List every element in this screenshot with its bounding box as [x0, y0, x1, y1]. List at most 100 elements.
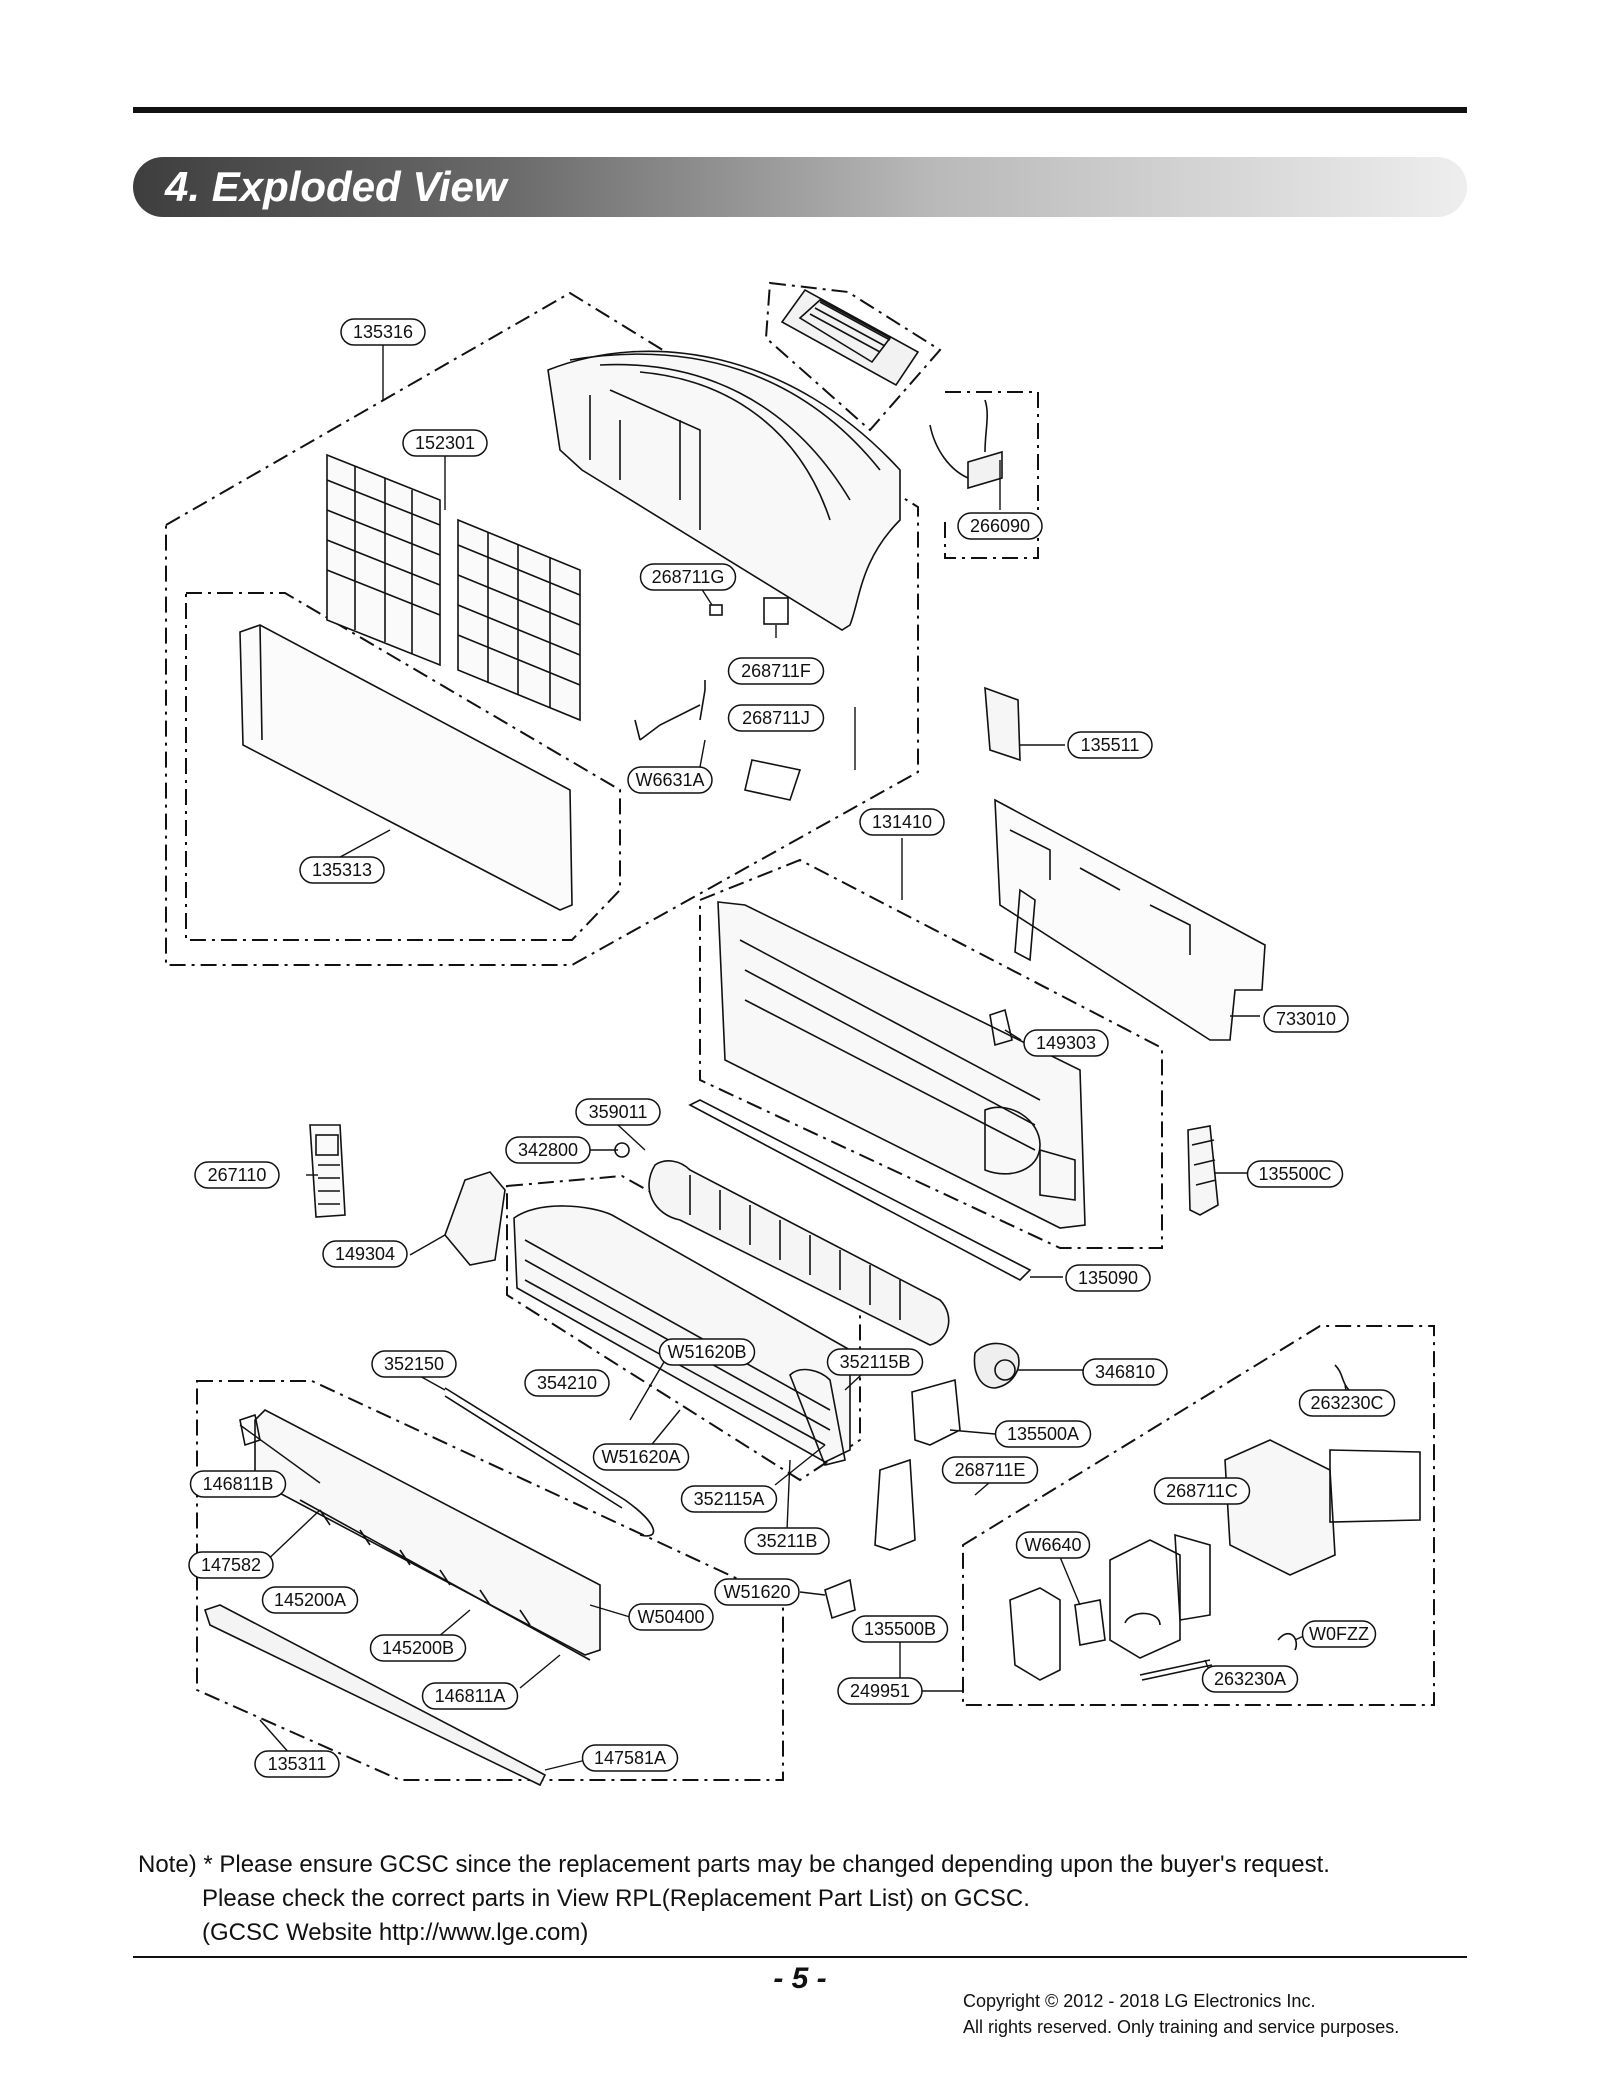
group-boundary-evaporator: [506, 1174, 861, 1482]
part-callout: 268711F: [727, 657, 825, 685]
part-number-label: 346810: [1095, 1362, 1155, 1382]
part-callout: W0FZZ: [1301, 1620, 1377, 1648]
part-number-label: 147582: [201, 1555, 261, 1575]
part-callout: 733010: [1263, 1005, 1349, 1033]
part-callout-oval: [837, 1677, 923, 1705]
part-number-label: 145200A: [274, 1590, 346, 1610]
part-callout: 268711J: [727, 704, 825, 732]
part-callout: 352115A: [680, 1485, 778, 1513]
part-callout: 135500C: [1246, 1160, 1344, 1188]
part-number-label: 359011: [589, 1102, 648, 1122]
part-number-label: 249951: [850, 1681, 910, 1701]
part-callout-oval: [1263, 1005, 1349, 1033]
front-grille-part: [547, 350, 901, 631]
part-callout-oval: [1067, 731, 1153, 759]
side-bracket-part: [444, 1171, 506, 1266]
part-callout-oval: [859, 808, 945, 836]
part-number-label: 342800: [518, 1140, 578, 1160]
part-number-label: 135511: [1081, 735, 1140, 755]
part-number-label: 267110: [208, 1165, 267, 1185]
sensor-harness-part: [634, 597, 802, 801]
part-callout: 135500B: [851, 1615, 949, 1643]
part-callout-oval: [402, 429, 488, 457]
air-filter-part: [326, 453, 581, 722]
part-number-label: 263230A: [1214, 1669, 1286, 1689]
part-callout-oval: [639, 563, 737, 591]
part-number-label: 268711F: [741, 661, 811, 681]
part-callout: W51620: [714, 1578, 800, 1606]
group-boundary-vane-assembly: [196, 1380, 784, 1781]
part-callout-oval: [524, 1369, 610, 1397]
remote-controller-part: [309, 1124, 346, 1218]
part-number-label: 147581A: [594, 1748, 666, 1768]
part-callout: 135090: [1065, 1264, 1151, 1292]
part-callout: 263230C: [1298, 1389, 1396, 1417]
part-callout-oval: [299, 856, 385, 884]
part-number-label: 35211B: [757, 1531, 818, 1551]
part-callout: W50400: [628, 1603, 714, 1631]
part-number-label: 354210: [537, 1373, 597, 1393]
part-callout: W51620A: [592, 1443, 690, 1471]
part-callout-oval: [189, 1470, 287, 1498]
part-callout: 146811A: [421, 1682, 519, 1710]
part-callout: 352115B: [826, 1348, 924, 1376]
part-callout-oval: [421, 1682, 519, 1710]
part-number-label: 268711E: [955, 1460, 1026, 1480]
part-number-label: 268711C: [1166, 1481, 1238, 1501]
part-callout-oval: [369, 1634, 467, 1662]
part-labels: 135316152301266090268711G268711F268711JW…: [188, 318, 1396, 1778]
refrigerant-pipe-part: [444, 1387, 655, 1537]
part-callout: 149303: [1023, 1029, 1109, 1057]
group-boundary-display-unit: [764, 281, 942, 432]
part-callout: 249951: [837, 1677, 923, 1705]
part-callout: 263230A: [1201, 1665, 1299, 1693]
part-callout-oval: [994, 1420, 1092, 1448]
group-boundary-cover-display: [185, 592, 621, 941]
part-number-label: W51620A: [601, 1447, 680, 1467]
part-number-label: 352150: [384, 1354, 444, 1374]
chassis-part: [717, 901, 1086, 1229]
part-callout: 266090: [957, 512, 1043, 540]
part-number-label: 352115A: [694, 1489, 765, 1509]
part-callout-oval: [851, 1615, 949, 1643]
note-line-3: (GCSC Website http://www.lge.com): [202, 1919, 589, 1946]
part-callout-oval: [680, 1485, 778, 1513]
copyright-line-1: Copyright © 2012 - 2018 LG Electronics I…: [963, 1991, 1316, 2011]
display-unit-part: [780, 288, 920, 387]
part-number-label: 135311: [268, 1754, 327, 1774]
part-callout-oval: [1153, 1477, 1251, 1505]
part-callout-oval: [1065, 1264, 1151, 1292]
part-callout: 268711C: [1153, 1477, 1251, 1505]
part-number-label: 135500C: [1258, 1164, 1331, 1184]
bracket-part: [984, 686, 1021, 1047]
part-callout-oval: [727, 704, 825, 732]
part-callout: 146811B: [189, 1470, 287, 1498]
part-callout: 135511: [1067, 731, 1153, 759]
section-title: 4. Exploded View: [165, 163, 507, 210]
part-callout-oval: [1298, 1389, 1396, 1417]
part-number-label: 135500A: [1007, 1424, 1079, 1444]
part-callout-oval: [254, 1750, 340, 1778]
part-callout-oval: [1015, 1531, 1091, 1559]
part-callout: 342800: [505, 1136, 591, 1164]
part-callout-oval: [1023, 1029, 1109, 1057]
part-callout: W6631A: [627, 766, 713, 794]
part-number-label: 149303: [1036, 1033, 1096, 1053]
part-callout: 346810: [1082, 1358, 1168, 1386]
part-callout-oval: [627, 766, 713, 794]
part-number-label: W51620: [723, 1582, 790, 1602]
part-callout: 147582: [188, 1551, 274, 1579]
note-line-2: Please check the correct parts in View R…: [202, 1885, 1030, 1912]
page-number: - 5 -: [773, 1962, 827, 1995]
exploded-view-diagram: 135316152301266090268711G268711F268711JW…: [165, 281, 1435, 1787]
part-number-label: 263230C: [1310, 1393, 1383, 1413]
part-callout-oval: [340, 318, 426, 346]
front-cover-part: [239, 624, 573, 911]
part-callout: W51620B: [658, 1338, 756, 1366]
part-callout: 35211B: [744, 1527, 830, 1555]
part-callout: 135311: [254, 1750, 340, 1778]
part-callout: 267110: [194, 1161, 280, 1189]
part-number-label: 152301: [415, 433, 475, 453]
part-number-label: W0FZZ: [1309, 1624, 1369, 1644]
part-callout: 147581A: [581, 1744, 679, 1772]
